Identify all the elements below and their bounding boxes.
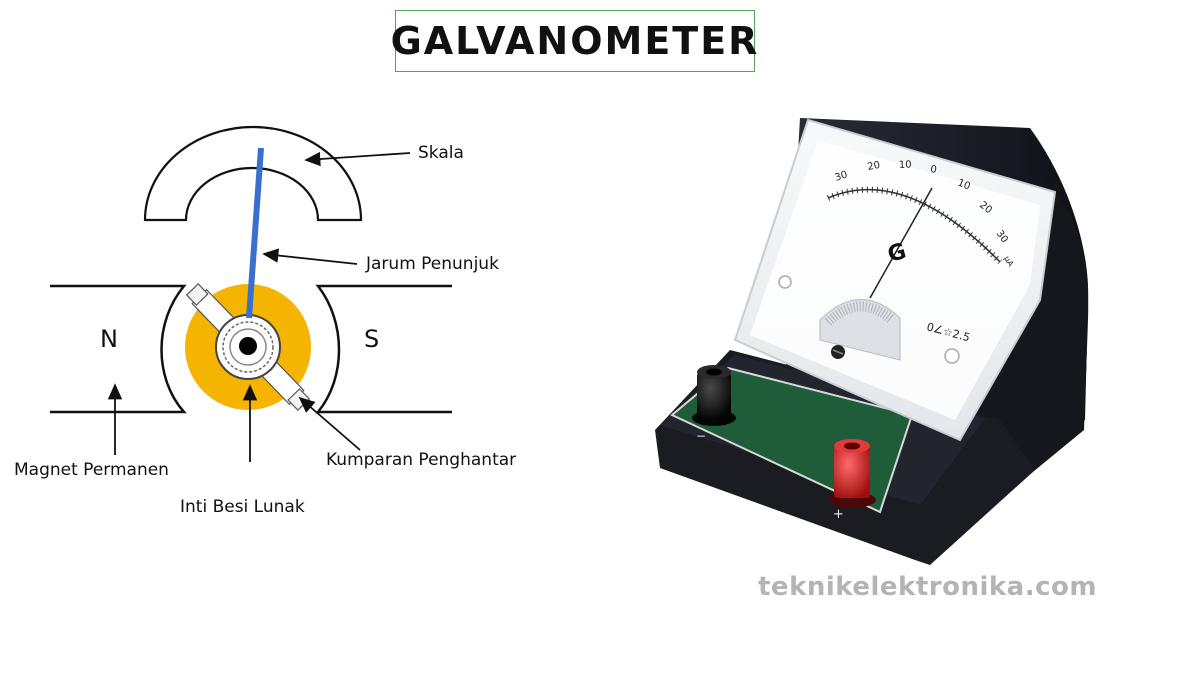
meter-needle (869, 187, 933, 299)
tick-label: 20 (867, 160, 881, 173)
needle-arrow (262, 248, 358, 265)
mount-screw (944, 348, 960, 364)
meter-scale-ticks (826, 186, 1003, 265)
magnet-south (315, 284, 452, 414)
scale-arrow (304, 151, 411, 167)
tick-label: 30 (834, 169, 850, 183)
watermark: teknikelektronika.com (758, 572, 1097, 602)
terminal-negative-label: − (696, 429, 706, 443)
needle-housing-mesh (824, 301, 896, 326)
pole-south: S (364, 325, 380, 353)
page-title: GALVANOMETER (390, 19, 760, 63)
label-needle: Jarum Penunjuk (366, 254, 499, 274)
magnet-north (50, 284, 187, 414)
zero-adjust-slot (832, 349, 844, 355)
label-core: Inti Besi Lunak (180, 497, 305, 517)
meter-scale-labels: 30 20 10 0 10 20 30 μA (834, 160, 1016, 269)
terminal-positive: + (828, 439, 876, 522)
pivot-axle (239, 337, 257, 355)
tick-label: 0 (930, 164, 938, 176)
tick-label: 10 (899, 160, 912, 171)
label-coil: Kumparan Penghantar (326, 450, 517, 470)
pole-north: N (100, 325, 118, 353)
pivot-ring (222, 321, 274, 373)
terminal-negative: − (692, 365, 736, 443)
mount-screw (778, 275, 792, 289)
title-box: GALVANOMETER (391, 10, 757, 72)
meter-face-inner (750, 140, 1040, 420)
needle (246, 147, 264, 319)
galvanometer-symbol: G (885, 239, 909, 268)
terminal-positive-label: + (833, 507, 844, 522)
needle-housing (819, 299, 901, 361)
scale-arc (143, 125, 363, 222)
label-scale: Skala (418, 143, 464, 163)
coil-arrow (298, 396, 361, 451)
tick-label: 10 (956, 178, 972, 193)
label-magnet: Magnet Permanen (14, 460, 169, 480)
